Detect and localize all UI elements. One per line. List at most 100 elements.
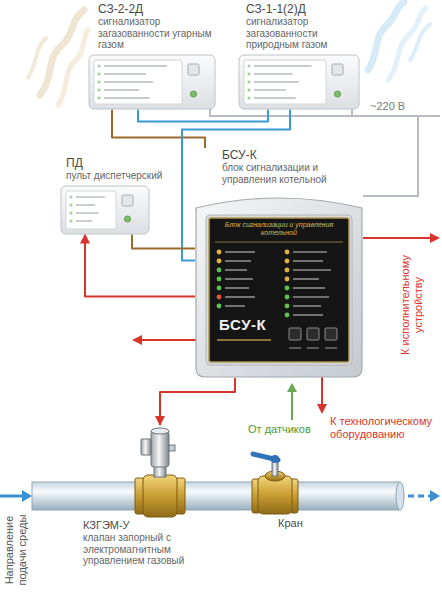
device-name: КЗГЭМ-У: [75, 518, 193, 532]
flow-direction-label: Направление подачи среды: [3, 502, 29, 598]
gas-wisp: [40, 10, 84, 95]
output-arrow: [132, 335, 142, 345]
model-underline: [217, 339, 271, 341]
indicator-led: [285, 286, 290, 291]
panel-marking: [225, 260, 251, 262]
control-button: [122, 195, 133, 206]
valve-symbol: [75, 425, 193, 518]
output-arrow: [140, 339, 200, 341]
signal-line: [160, 378, 235, 425]
signal-line: [138, 110, 268, 122]
device-description: сигнализатор загазованности природным га…: [238, 16, 364, 51]
panel-marking: [254, 65, 312, 66]
indicator-led: [247, 64, 250, 67]
device-name: СЗ-2-2Д: [88, 2, 222, 16]
panel-marking: [293, 296, 329, 298]
indicator-led: [97, 80, 100, 83]
device-face: [94, 60, 182, 104]
panel-marking: [293, 278, 319, 280]
panel-marking: [325, 347, 337, 348]
panel-marking: [254, 97, 296, 98]
control-button: [307, 328, 319, 340]
face-divider: [215, 242, 343, 243]
power-wiring: [363, 116, 418, 196]
panel-marking: [225, 269, 247, 271]
unit-housing: [196, 198, 362, 377]
indicator-led: [285, 259, 290, 264]
indicator-led: [69, 211, 72, 214]
indicator-led: [335, 91, 341, 97]
gas-wisp: [28, 10, 88, 105]
panel-marking: [76, 196, 105, 197]
device-face: [244, 60, 326, 104]
indicator-led: [97, 64, 100, 67]
indicator-led: [285, 313, 290, 318]
indicator-led: [217, 259, 222, 264]
panel-marking: [225, 251, 255, 253]
face-frame: [206, 215, 352, 365]
solenoid-box: [141, 439, 151, 455]
solenoid-valve: КЗГЭМ-Уклапан запорный с электромагнитны…: [75, 425, 193, 567]
device-description: блок сигнализации и управления котельной: [195, 162, 363, 185]
flow-arrow: [0, 490, 440, 502]
indicator-led: [247, 88, 250, 91]
valve-body: [143, 475, 177, 517]
dispatcher-panel-device: [60, 185, 150, 235]
panel-marking: [76, 204, 95, 205]
unit-face: [209, 218, 349, 362]
device-name: Кран: [248, 516, 312, 530]
panel-marking: [293, 305, 321, 307]
indicator-led: [285, 295, 290, 300]
indicator-led: [247, 80, 250, 83]
indicator-led: [69, 203, 72, 206]
device-description: сигнализатор загазованности угарным газо…: [88, 16, 222, 51]
indicator-led: [97, 96, 100, 99]
panel-marking: [104, 89, 139, 90]
gas-wisp: [410, 24, 430, 60]
panel-marking: [104, 81, 153, 82]
device-face: [66, 191, 116, 229]
dispatcher-panel: ПДпульт диспетчерский: [60, 156, 172, 235]
panel-marking: [76, 220, 92, 221]
output-label: К технологическому оборудованию: [330, 415, 438, 441]
indicator-led: [285, 304, 290, 309]
output-label: К исполнительному устройству: [399, 245, 425, 365]
tap-handle: [271, 455, 279, 463]
tap-body: [258, 476, 292, 514]
gas-sensor-device: [238, 54, 360, 110]
control-button: [325, 328, 337, 340]
input-arrow: [287, 383, 297, 392]
device-name: СЗ-1-1(2)Д: [238, 2, 364, 16]
indicator-led: [285, 268, 290, 273]
panel-marking: [225, 287, 249, 289]
device-description: клапан запорный с электромагнитным управ…: [75, 532, 193, 567]
panel-title: Блок сигнализации и управления котельной: [213, 221, 345, 237]
input-arrow: [291, 391, 293, 420]
panel-marking: [225, 305, 245, 307]
device-housing: [89, 55, 215, 109]
indicator-led: [217, 250, 222, 255]
output-arrow: [363, 237, 432, 239]
gas-pipe: [32, 482, 404, 510]
output-arrow: [317, 404, 327, 414]
indicator-led: [217, 295, 222, 300]
indicator-led: [247, 72, 250, 75]
flow-arrow: [408, 495, 430, 498]
indicator-led: [217, 268, 222, 273]
gas-wisp: [58, 30, 88, 105]
solenoid: [151, 431, 169, 467]
input-arrow: [287, 383, 297, 420]
panel-marking: [225, 296, 255, 298]
indicator-led: [97, 88, 100, 91]
panel-marking: [293, 314, 323, 316]
indicator-led: [191, 91, 197, 97]
panel-marking: [104, 65, 167, 66]
gas-pipe: [396, 482, 404, 510]
indicator-led: [285, 250, 290, 255]
panel-model: БСУ-К: [219, 316, 266, 333]
panel-marking: [225, 278, 253, 280]
panel-marking: [293, 251, 327, 253]
input-label: От датчиков: [248, 423, 311, 436]
flow-arrow: [22, 490, 32, 502]
